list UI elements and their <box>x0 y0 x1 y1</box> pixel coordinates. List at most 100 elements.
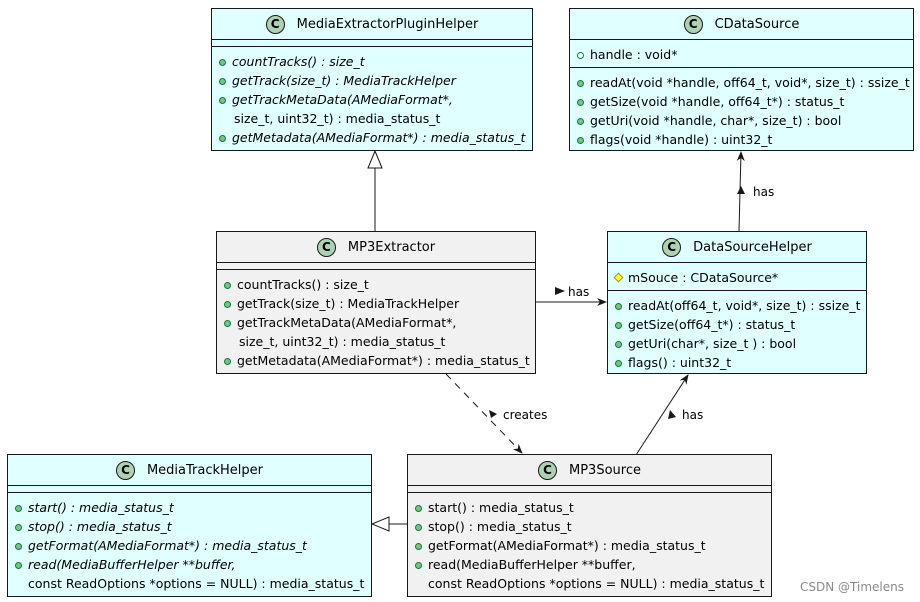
public-method-icon <box>577 80 584 87</box>
method-row: getUri(char*, size_t ) : bool <box>608 334 866 353</box>
method-row: read(MediaBufferHelper **buffer, <box>8 555 371 574</box>
method-row-continued: size_t, uint32_t) : media_status_t <box>239 334 446 349</box>
class-name: MediaExtractorPluginHelper <box>296 16 479 32</box>
field-row: mSouce : CDataSource* <box>608 268 866 287</box>
label-arrow-has-3 <box>668 410 676 419</box>
class-c-data-source: C CDataSource handle : void* readAt(void… <box>569 8 914 151</box>
public-method-icon <box>615 341 622 348</box>
methods-section: readAt(off64_t, void*, size_t) : ssize_t… <box>608 291 866 375</box>
label-arrow-has-1 <box>555 287 565 295</box>
class-badge-icon: C <box>316 237 336 257</box>
public-method-icon <box>219 78 226 85</box>
class-data-source-helper: C DataSourceHelper mSouce : CDataSource*… <box>607 231 867 374</box>
method-row: getTrack(size_t) : MediaTrackHelper <box>217 294 535 313</box>
class-name: CDataSource <box>714 16 800 32</box>
watermark: CSDN @Timelens <box>800 580 904 594</box>
method-row: getSize(void *handle, off64_t*) : status… <box>570 92 913 111</box>
class-badge-icon: C <box>538 460 557 480</box>
method-row: getFormat(AMediaFormat*) : media_status_… <box>8 536 371 555</box>
method-row: getTrackMetaData(AMediaFormat*, <box>217 313 535 332</box>
fields-section <box>8 486 371 493</box>
method-row: getSize(off64_t*) : status_t <box>608 315 866 334</box>
class-badge-icon: C <box>683 14 703 34</box>
inheritance-triangle-extractor <box>367 149 383 169</box>
method-row: readAt(void *handle, off64_t, void*, siz… <box>570 73 913 92</box>
public-method-icon <box>224 301 231 308</box>
method-row: countTracks() : size_t <box>212 52 532 71</box>
method-row: getMetadata(AMediaFormat*) : media_statu… <box>212 128 532 147</box>
public-field-icon <box>577 52 584 59</box>
class-name: DataSourceHelper <box>693 239 812 255</box>
methods-section: countTracks() : size_t getTrack(size_t) … <box>212 47 532 150</box>
class-name: MP3Source <box>569 462 641 478</box>
class-media-track-helper: C MediaTrackHelper start() : media_statu… <box>7 454 372 597</box>
method-row: getTrackMetaData(AMediaFormat*, <box>212 90 532 109</box>
method-row: stop() : media_status_t <box>408 517 771 536</box>
protected-field-icon <box>613 272 624 283</box>
class-badge-icon: C <box>265 14 285 34</box>
class-header: C MP3Extractor <box>217 232 535 263</box>
inheritance-triangle-source <box>370 516 390 532</box>
class-header: C MediaTrackHelper <box>8 455 371 486</box>
class-header: C DataSourceHelper <box>608 232 866 263</box>
dep-extractor-source <box>445 373 523 454</box>
public-method-icon <box>224 358 231 365</box>
methods-section: countTracks() : size_t getTrack(size_t) … <box>217 270 535 373</box>
method-row: flags(void *handle) : uint32_t <box>570 130 913 149</box>
class-mp3-source: C MP3Source start() : media_status_t sto… <box>407 454 772 597</box>
method-row-continued: const ReadOptions *options = NULL) : med… <box>428 576 765 591</box>
methods-section: readAt(void *handle, off64_t, void*, siz… <box>570 68 913 152</box>
method-row: start() : media_status_t <box>408 498 771 517</box>
public-method-icon <box>15 505 22 512</box>
relation-label-has: has <box>753 185 775 199</box>
method-row: getMetadata(AMediaFormat*) : media_statu… <box>217 351 535 370</box>
public-method-icon <box>15 524 22 531</box>
public-method-icon <box>219 135 226 142</box>
public-method-icon <box>415 505 422 512</box>
methods-section: start() : media_status_t stop() : media_… <box>408 493 771 596</box>
method-row: getFormat(AMediaFormat*) : media_status_… <box>408 536 771 555</box>
public-method-icon <box>224 320 231 327</box>
method-row: getUri(void *handle, char*, size_t) : bo… <box>570 111 913 130</box>
public-method-icon <box>15 543 22 550</box>
method-row: readAt(off64_t, void*, size_t) : ssize_t <box>608 296 866 315</box>
relation-label-creates: creates <box>503 408 548 422</box>
public-method-icon <box>577 99 584 106</box>
method-row: getTrack(size_t) : MediaTrackHelper <box>212 71 532 90</box>
public-method-icon <box>219 97 226 104</box>
public-method-icon <box>15 562 22 569</box>
class-header: C CDataSource <box>570 9 913 40</box>
class-media-extractor-plugin-helper: C MediaExtractorPluginHelper countTracks… <box>211 8 533 151</box>
public-method-icon <box>415 524 422 531</box>
class-name: MediaTrackHelper <box>146 462 264 478</box>
method-row: flags() : uint32_t <box>608 353 866 372</box>
method-row: countTracks() : size_t <box>217 275 535 294</box>
method-row: start() : media_status_t <box>8 498 371 517</box>
method-row: stop() : media_status_t <box>8 517 371 536</box>
class-header: C MediaExtractorPluginHelper <box>212 9 532 40</box>
public-method-icon <box>615 360 622 367</box>
public-method-icon <box>615 322 622 329</box>
fields-section: mSouce : CDataSource* <box>608 263 866 291</box>
method-row-continued: size_t, uint32_t) : media_status_t <box>234 111 441 126</box>
public-method-icon <box>577 118 584 125</box>
field-row: handle : void* <box>570 45 913 64</box>
fields-section <box>408 486 771 493</box>
label-arrow-has-2 <box>737 186 745 194</box>
public-method-icon <box>415 543 422 550</box>
public-method-icon <box>615 303 622 310</box>
public-method-icon <box>224 282 231 289</box>
class-badge-icon: C <box>115 460 135 480</box>
assoc-source-datasource <box>635 374 689 456</box>
class-header: C MP3Source <box>408 455 771 486</box>
methods-section: start() : media_status_t stop() : media_… <box>8 493 371 596</box>
method-row-continued: const ReadOptions *options = NULL) : med… <box>28 576 365 591</box>
fields-section <box>217 263 535 270</box>
fields-section: handle : void* <box>570 40 913 68</box>
public-method-icon <box>219 59 226 66</box>
relation-label-has: has <box>568 285 590 299</box>
relation-label-has: has <box>682 408 704 422</box>
public-method-icon <box>415 562 422 569</box>
public-method-icon <box>577 137 584 144</box>
class-mp3-extractor: C MP3Extractor countTracks() : size_t ge… <box>216 231 536 374</box>
